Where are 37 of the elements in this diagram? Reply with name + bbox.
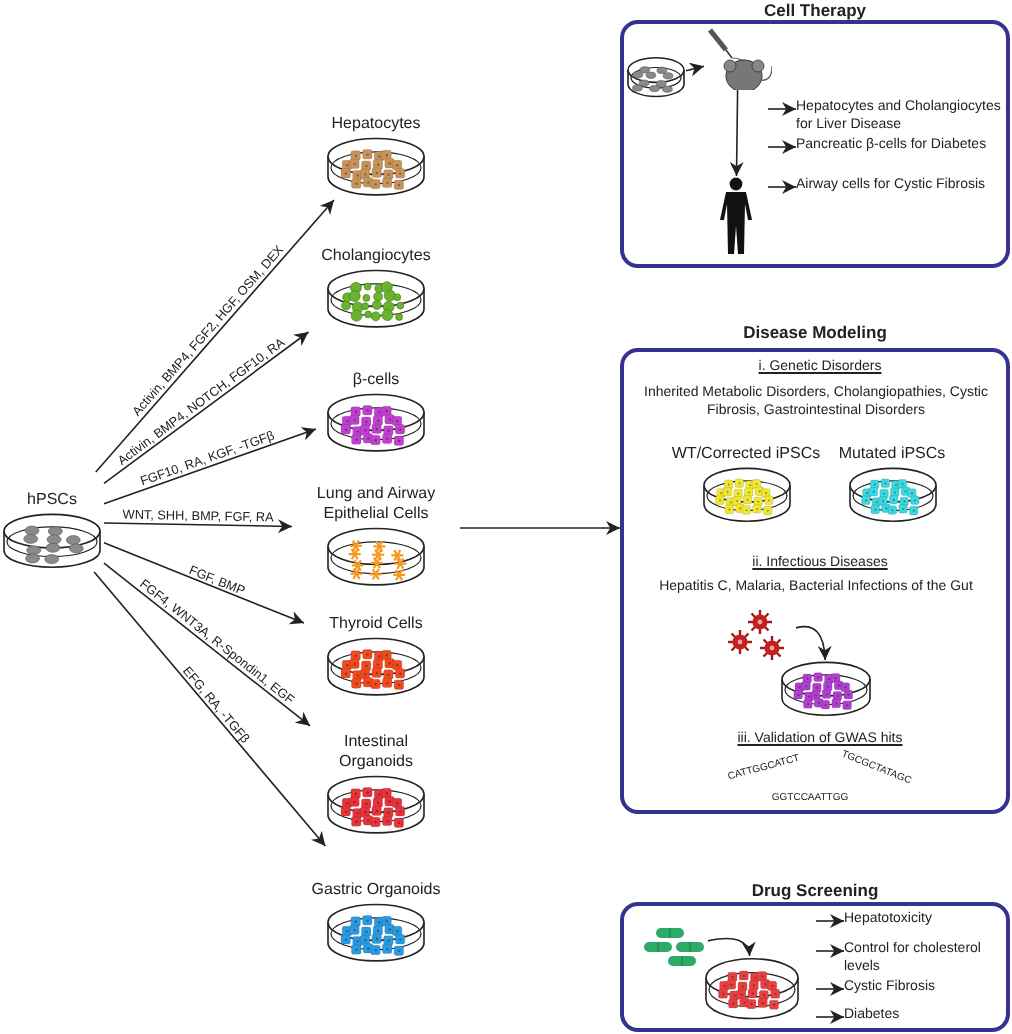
dish-label: Cholangiocytes [321, 245, 431, 264]
mouse-injection-drawing [704, 26, 772, 90]
petri-dish-drawing [780, 660, 872, 720]
arrow [103, 331, 310, 485]
panel-title: Cell Therapy [761, 0, 869, 20]
petri-dish-drawing [704, 956, 800, 1024]
panel-title: Disease Modeling [741, 322, 889, 342]
arrow [815, 982, 845, 996]
dish-label: Intestinal Organoids [337, 732, 415, 770]
arrow [93, 571, 327, 847]
arrow [103, 562, 311, 727]
dish-label: β-cells [352, 369, 400, 388]
dish-label: Hepatocytes [331, 113, 421, 132]
arrow [459, 521, 621, 535]
arrow [815, 944, 845, 958]
dish-label: Thyroid Cells [329, 613, 423, 632]
petri-dish-drawing [626, 56, 686, 100]
arrow [103, 519, 293, 534]
arrow [815, 1010, 845, 1024]
arrow [767, 180, 797, 194]
dish-label: Gastric Organoids [311, 879, 441, 898]
arrow [815, 914, 845, 928]
arrow [707, 937, 755, 957]
arrow [729, 89, 744, 177]
dish-label: WT/Corrected iPSCs [671, 443, 821, 462]
person-silhouette-icon [716, 176, 756, 256]
capsules-drawing [644, 926, 708, 970]
arrow [767, 140, 797, 154]
dish-label: Lung and Airway Epithelial Cells [314, 484, 438, 522]
arrow [95, 199, 335, 473]
dish-label: hPSCs [27, 489, 77, 508]
panel-title: Drug Screening [749, 880, 881, 900]
arrow [685, 62, 705, 77]
arrow [767, 102, 797, 116]
arrow [103, 427, 317, 505]
dish-label: Mutated iPSCs [838, 443, 946, 462]
arrow [103, 542, 305, 625]
